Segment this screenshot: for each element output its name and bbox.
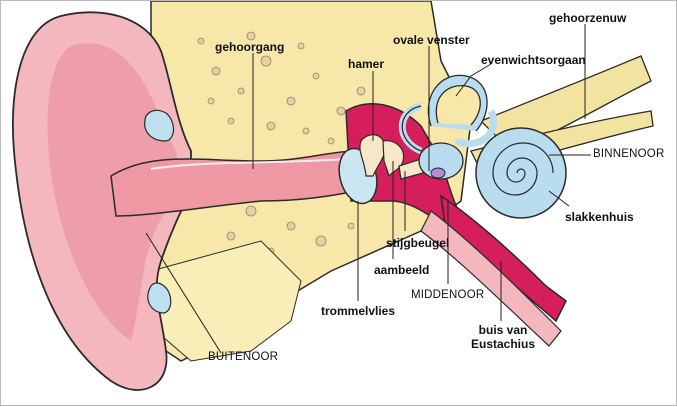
- anvil-bone: [382, 140, 405, 178]
- cartilage-lower: [147, 282, 172, 314]
- label-gehoorzenuw: gehoorzenuw: [549, 11, 627, 25]
- cartilage-upper: [144, 109, 175, 142]
- label-buis-van-eustachius: buis van Eustachius: [471, 323, 535, 351]
- label-binnenoor: BINNENOOR: [593, 148, 665, 160]
- ear-canal-lining: [150, 158, 352, 170]
- bone-texture: [197, 31, 366, 255]
- label-eustachius: Eustachius: [471, 337, 536, 351]
- label-ovale-venster: ovale venster: [393, 33, 470, 47]
- hammer-bone: [359, 134, 386, 177]
- label-stijgbeugel: stijgbeugel: [386, 236, 450, 250]
- semicircular-canals: [398, 74, 497, 155]
- cochlea-spiral: [492, 142, 554, 196]
- label-slakkenhuis: slakkenhuis: [565, 210, 634, 224]
- oval-window: [430, 167, 446, 179]
- label-gehoorgang: gehoorgang: [215, 40, 285, 54]
- pointer-lines: [145, 24, 591, 354]
- label-trommelvlies: trommelvlies: [321, 304, 396, 318]
- label-evenwichtsorgaan: evenwichtsorgaan: [481, 53, 586, 67]
- label-hamer: hamer: [348, 57, 385, 71]
- vestibule: [418, 142, 464, 180]
- label-middenoor: MIDDENOOR: [411, 289, 485, 301]
- eustachian-tube-wall: [420, 210, 562, 347]
- label-aambeeld: aambeeld: [374, 263, 430, 277]
- label-buitenoor: BUITENOOR: [208, 351, 279, 363]
- label-buis-van: buis van: [478, 323, 528, 337]
